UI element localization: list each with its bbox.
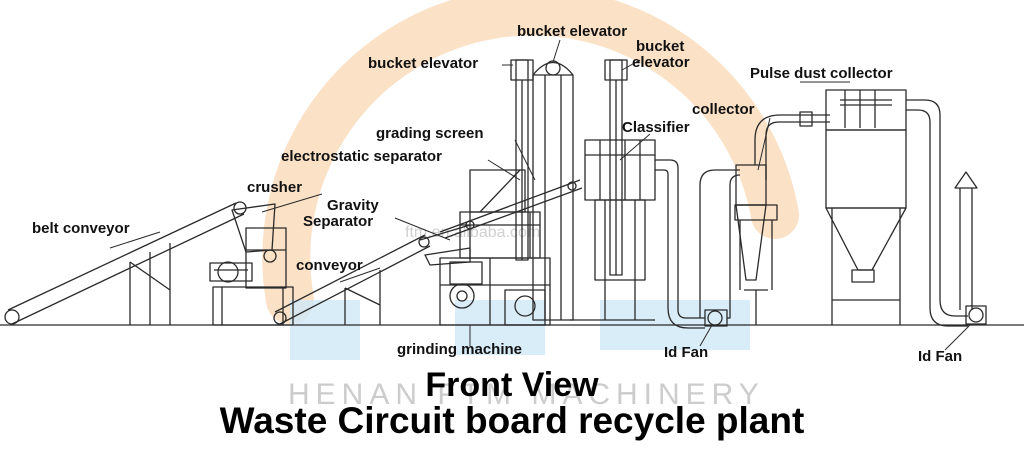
title-plant-name: Waste Circuit board recycle plant	[219, 400, 805, 441]
bucket-elevator-right-column	[604, 59, 628, 276]
inclined-conveyor	[273, 234, 431, 326]
label-conveyor: conveyor	[296, 257, 363, 274]
belt-conveyor	[4, 201, 247, 325]
label-bucket-elevator-top: bucket elevator	[517, 23, 628, 40]
label-classifier: Classifier	[622, 119, 690, 136]
label-crusher: crusher	[247, 179, 303, 196]
label-gravity-separator-line1: Gravity	[327, 197, 379, 214]
label-id-fan-2: Id Fan	[918, 348, 963, 365]
label-id-fan-1: Id Fan	[664, 344, 709, 361]
watermark-company: HENAN FTM MACHINERY	[288, 378, 765, 411]
crusher-machine	[209, 203, 294, 326]
exhaust-fan-stack	[954, 171, 987, 325]
classifier-machine	[570, 139, 656, 321]
label-gravity-separator-line2: Separator	[303, 213, 374, 230]
title-front-view: Front View	[425, 366, 599, 404]
label-pulse-dust-collector: Pulse dust collector	[750, 65, 893, 82]
label-grinding-machine: grinding machine	[397, 341, 523, 358]
grinding-machine-body	[424, 247, 551, 326]
watermark-site: ftm.en.alibaba.com	[405, 224, 541, 241]
electrostatic-separator-machine	[439, 169, 583, 239]
label-belt-conveyor: belt conveyor	[32, 220, 130, 237]
label-grading-screen: grading screen	[376, 125, 484, 142]
watermark-arc	[262, 0, 799, 324]
label-electrostatic-separator: electrostatic separator	[281, 148, 442, 165]
label-bucket-elevator-right-line2: elevator	[632, 54, 690, 71]
watermark-letter-f	[290, 300, 360, 360]
bucket-elevator-left-column	[510, 59, 534, 261]
duct-to-cyclone	[655, 159, 741, 329]
label-bucket-elevator-right-line1: bucket	[636, 38, 685, 55]
label-bucket-elevator-left: bucket elevator	[368, 55, 479, 72]
label-collector: collector	[692, 101, 755, 118]
cyclone-collector	[734, 111, 830, 325]
bucket-elevator-middle-column	[532, 60, 574, 321]
pulse-dust-collector-machine	[825, 89, 968, 327]
leader-lines	[109, 39, 971, 351]
